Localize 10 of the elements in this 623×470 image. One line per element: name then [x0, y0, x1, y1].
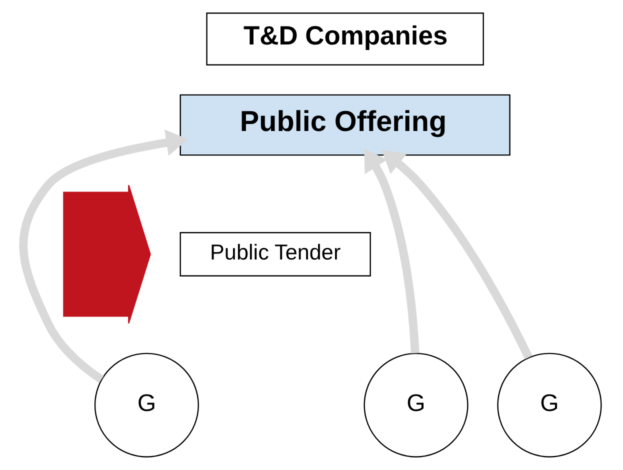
arrow: [18, 129, 188, 383]
node-circle: G: [94, 352, 198, 458]
arrow: [381, 150, 532, 360]
node-arrow: [62, 184, 150, 324]
node-circle: G: [363, 352, 468, 458]
node-circle: G: [496, 352, 602, 458]
node-box: T&D Companies: [206, 12, 484, 66]
arrow: [364, 148, 419, 354]
node-box: Public Offering: [179, 94, 510, 156]
node-box: Public Tender: [179, 232, 370, 276]
